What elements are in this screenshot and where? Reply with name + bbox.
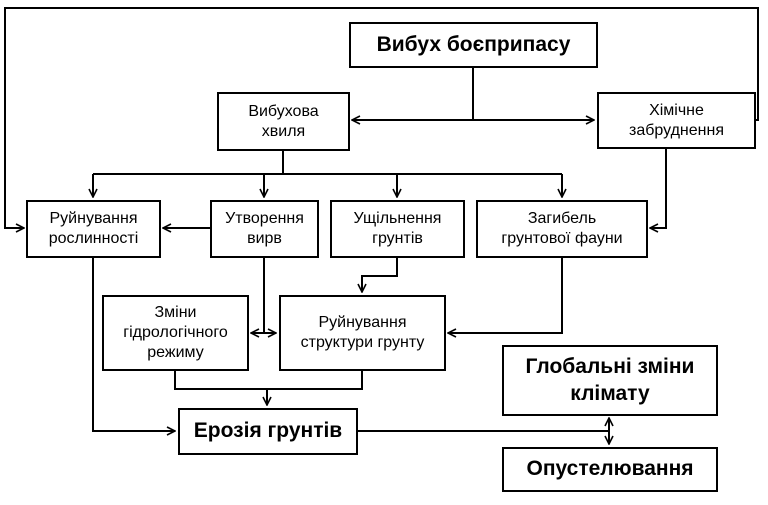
- node-hydro-label: Зміни гідрологічного режиму: [123, 304, 228, 361]
- node-explosion-label: Вибух боєприпасу: [376, 32, 571, 56]
- node-erosion-label: Ерозія грунтів: [193, 419, 343, 443]
- node-erosion: Ерозія грунтів: [178, 408, 358, 455]
- node-chemical-label: Хімічне забруднення: [629, 101, 724, 139]
- node-structure-label: Руйнування структури грунту: [300, 314, 425, 351]
- node-climate-label: Глобальні зміни клімату: [525, 355, 695, 405]
- node-chemical: Хімічне забруднення: [597, 92, 756, 149]
- node-compaction: Ущільнення грунтів: [330, 200, 465, 258]
- node-blast-wave-label: Вибухова хвиля: [248, 102, 319, 140]
- edge-hydro-structure-bus: [174, 370, 363, 390]
- node-blast-wave: Вибухова хвиля: [217, 92, 350, 151]
- node-compaction-label: Ущільнення грунтів: [353, 210, 442, 247]
- node-craters-label: Утворення вирв: [225, 210, 304, 247]
- node-desertification-label: Опустелювання: [526, 457, 694, 481]
- edge-compaction-to-structure: [362, 257, 398, 292]
- edge-outer-loop: [4, 7, 759, 228]
- node-vegetation-label: Руйнування рослинності: [48, 210, 139, 247]
- edge-chemical-to-fauna: [650, 148, 667, 228]
- edge-vegetation-to-erosion: [92, 257, 175, 431]
- node-hydro: Зміни гідрологічного режиму: [102, 295, 249, 371]
- node-vegetation: Руйнування рослинності: [26, 200, 161, 258]
- node-explosion: Вибух боєприпасу: [349, 22, 598, 68]
- edge-fauna-to-structure: [448, 257, 563, 333]
- node-structure: Руйнування структури грунту: [279, 295, 446, 371]
- node-fauna: Загибель грунтової фауни: [476, 200, 648, 258]
- node-fauna-label: Загибель грунтової фауни: [501, 210, 623, 247]
- node-desertification: Опустелювання: [502, 447, 718, 492]
- node-climate: Глобальні зміни клімату: [502, 345, 718, 416]
- node-craters: Утворення вирв: [210, 200, 319, 258]
